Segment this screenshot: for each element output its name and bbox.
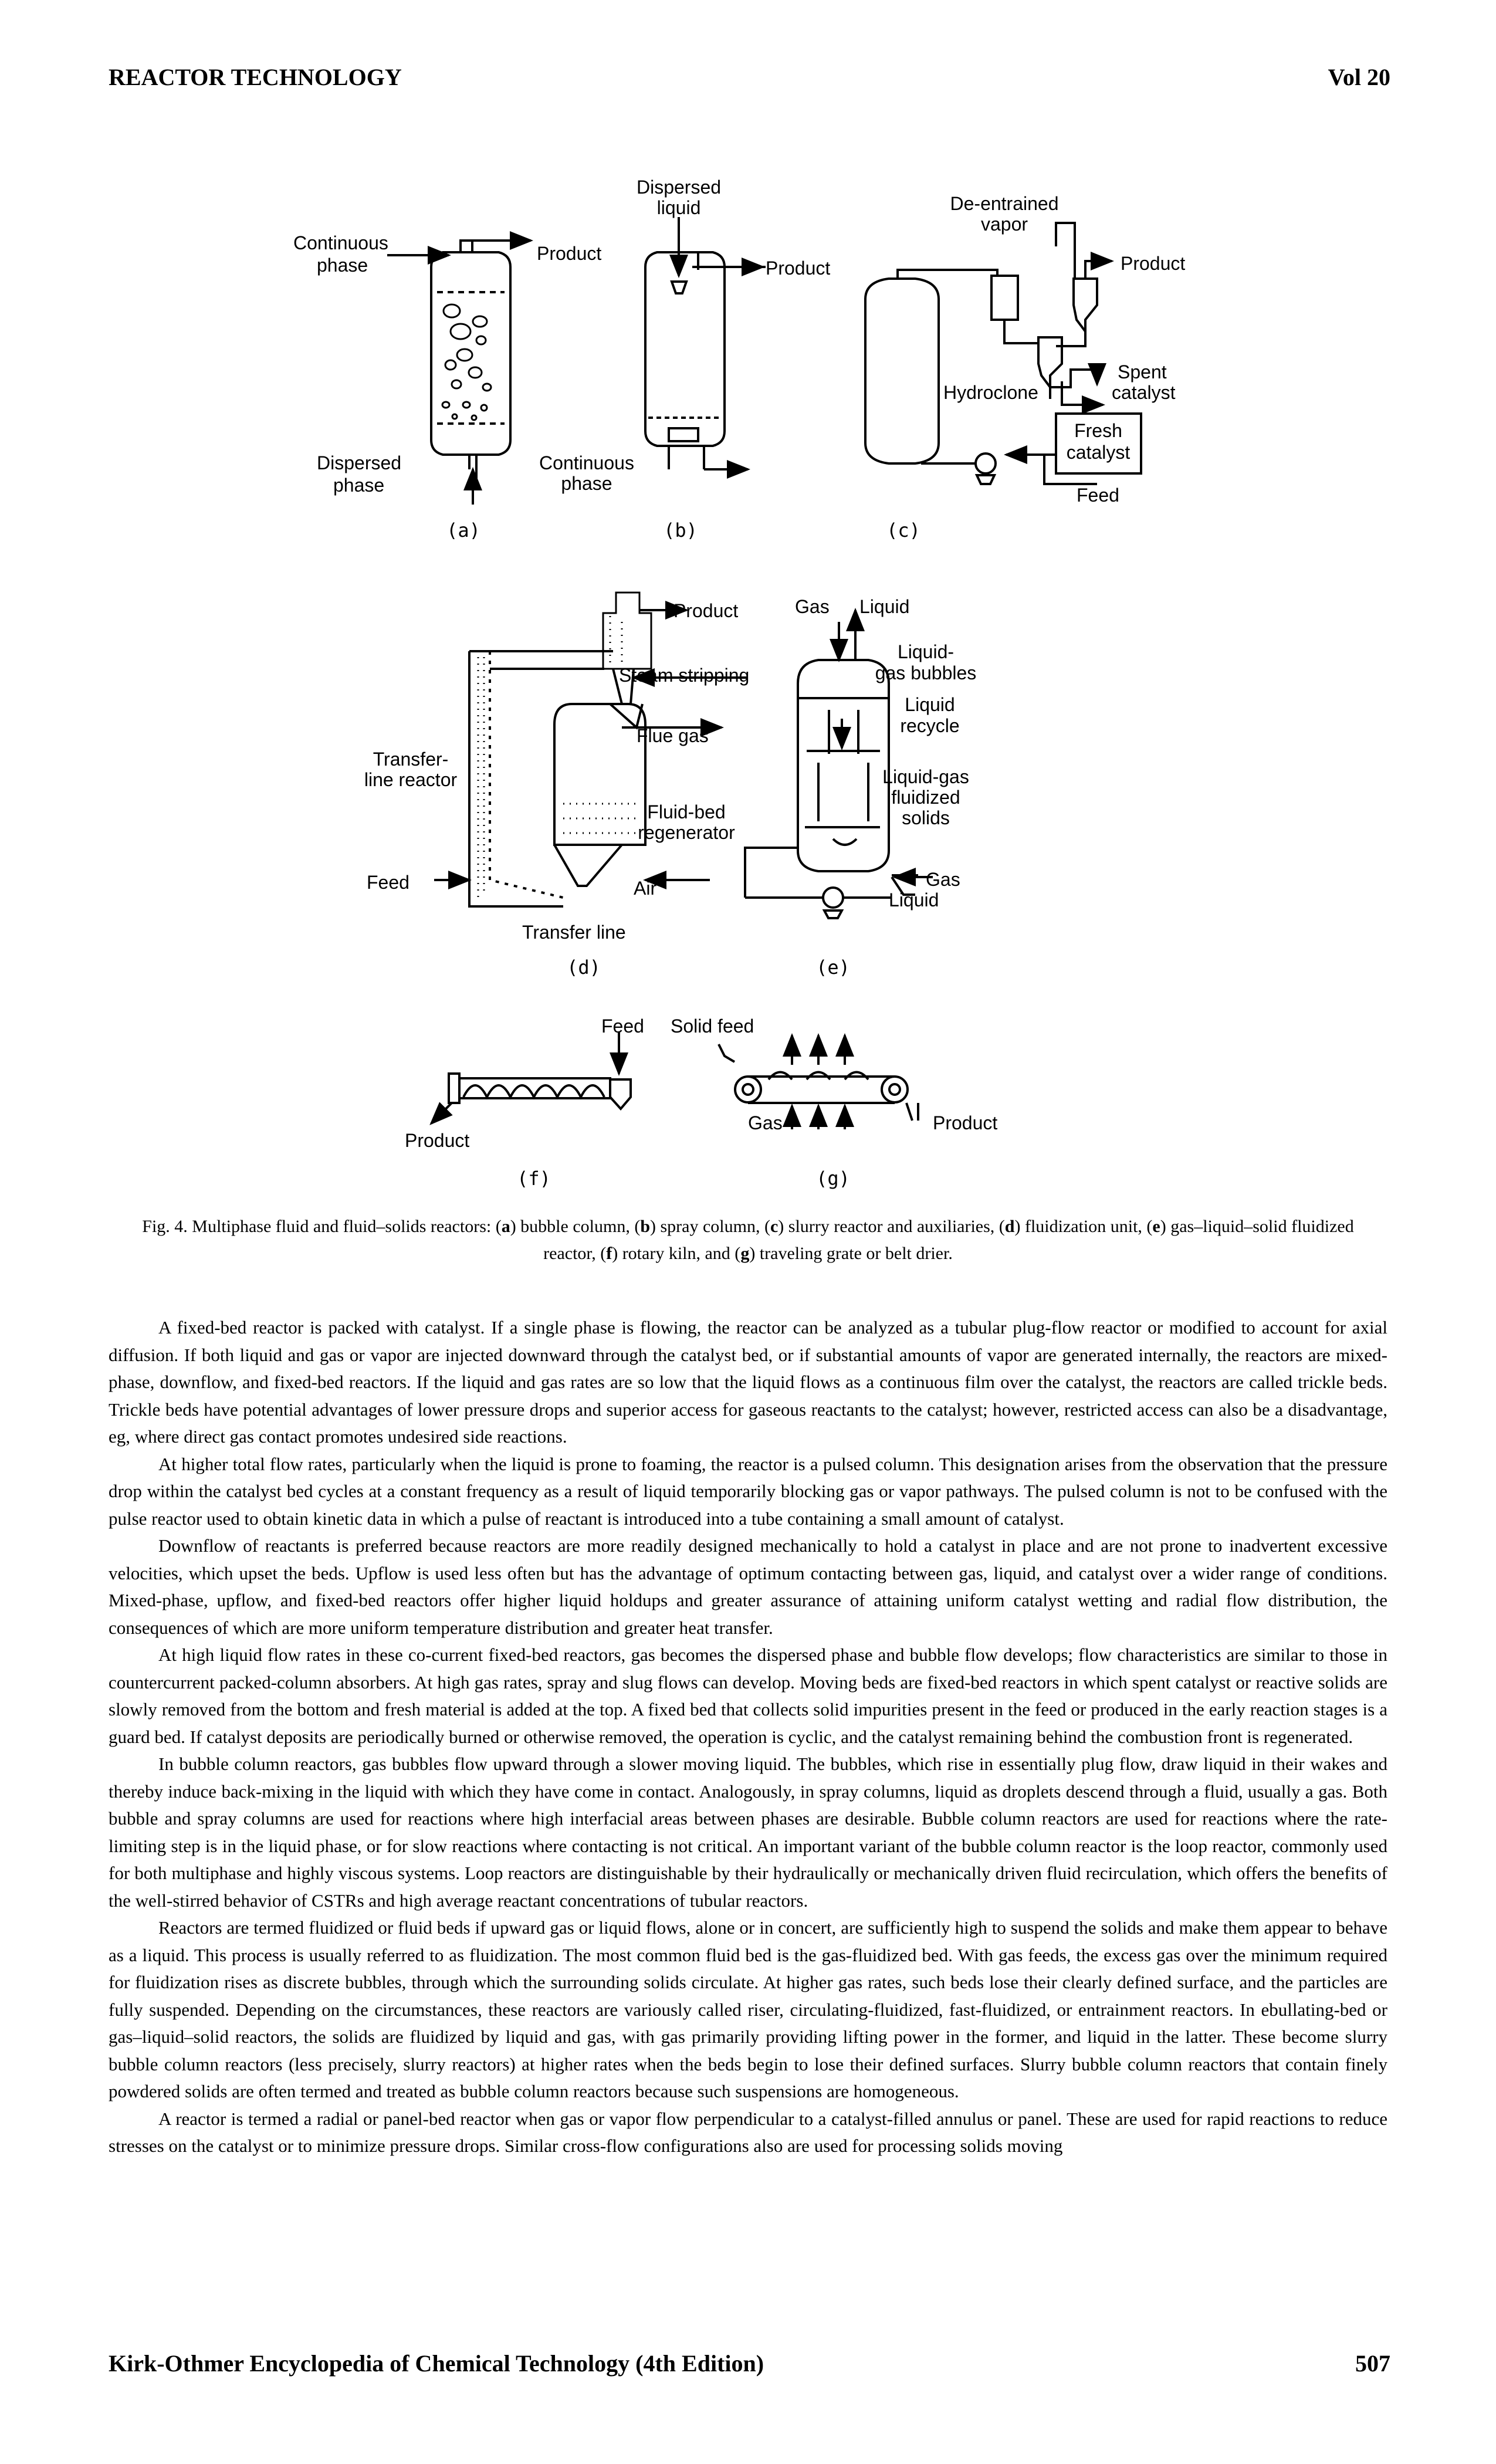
label-c-product: Product [1121, 253, 1185, 274]
label-b-phase: phase [561, 473, 612, 494]
body-text: A fixed-bed reactor is packed with catal… [109, 1314, 1387, 2160]
panel-b-spray-column [644, 217, 766, 479]
paragraph-radial-reactor: A reactor is termed a radial or panel-be… [109, 2108, 1387, 2157]
label-d-transfer: Transfer- [373, 749, 449, 770]
caption-b: b [640, 1217, 650, 1236]
label-a-dispersed: Dispersed [317, 452, 401, 473]
label-d-feed: Feed [367, 872, 409, 893]
caption-text: ) spray column, ( [650, 1217, 770, 1236]
caption-g: g [740, 1244, 750, 1263]
label-g-gas: Gas [748, 1112, 783, 1133]
label-f-product: Product [405, 1130, 469, 1151]
label-b-continuous: Continuous [539, 452, 634, 473]
figure-caption: Fig. 4. Multiphase fluid and fluid–solid… [135, 1213, 1361, 1267]
label-c-fresh-catalyst: catalyst [1067, 442, 1131, 463]
label-e-gas-bottom: Gas [926, 869, 960, 890]
label-c-fresh: Fresh [1074, 420, 1122, 441]
label-a-product: Product [537, 243, 601, 264]
footer-source: Kirk-Othmer Encyclopedia of Chemical Tec… [109, 2350, 764, 2377]
label-a-continuous: Continuous [293, 232, 388, 253]
panel-label-c: (c) [886, 519, 920, 541]
panel-f-rotary-kiln [429, 1033, 632, 1125]
caption-text: Fig. 4. Multiphase fluid and fluid–solid… [142, 1217, 502, 1236]
label-e-gas-top: Gas [795, 596, 830, 617]
label-e-liquid-recycle: Liquid [905, 694, 955, 715]
panel-d-fluidization-unit [434, 591, 748, 908]
label-d-product: Product [673, 600, 738, 621]
label-e-gas-bubbles: gas bubbles [875, 662, 977, 683]
label-e-liquid-gas-fluidized: Liquid-gas [882, 766, 969, 787]
paragraph-bubble-column: In bubble column reactors, gas bubbles f… [109, 1754, 1387, 1911]
label-d-air: Air [634, 878, 656, 899]
label-e-liquid-bottom: Liquid [889, 889, 939, 911]
figure-4: Continuous phase Product Dispersed phase… [293, 177, 1185, 1190]
label-a-phase: phase [317, 255, 368, 276]
label-e-liquid-gas: Liquid- [898, 641, 954, 662]
label-b-liquid: liquid [657, 197, 701, 218]
page-number: 507 [1355, 2350, 1390, 2377]
label-d-line-reactor: line reactor [364, 769, 458, 790]
caption-text: ) rotary kiln, and ( [612, 1244, 741, 1263]
panel-label-a: (a) [446, 519, 480, 541]
figure-4-drawing: Continuous phase Product Dispersed phase… [293, 177, 1185, 1190]
panel-g-traveling-grate [717, 1033, 919, 1129]
label-b-product: Product [766, 258, 830, 279]
caption-f: f [606, 1244, 612, 1263]
label-d-regenerator: regenerator [638, 822, 735, 843]
running-header-title: REACTOR TECHNOLOGY [109, 64, 402, 90]
label-c-deentrained: De-entrained [950, 193, 1059, 214]
paragraph-pulsed-column: At higher total flow rates, particularly… [109, 1453, 1387, 1529]
label-e-recycle: recycle [900, 715, 959, 736]
caption-text: ) bubble column, ( [510, 1217, 641, 1236]
caption-text: ) gas–liquid–solid fluidized reactor, ( [543, 1217, 1354, 1263]
label-e-solids: solids [902, 807, 950, 828]
label-d-fluid-bed: Fluid-bed [647, 801, 725, 823]
caption-a: a [501, 1217, 510, 1236]
paragraph-high-liquid-flow: At high liquid flow rates in these co-cu… [109, 1644, 1387, 1747]
label-g-solid-feed: Solid feed [671, 1016, 754, 1037]
paragraph-fixed-bed: A fixed-bed reactor is packed with catal… [109, 1317, 1387, 1447]
panel-label-e: (e) [816, 956, 850, 979]
caption-text: ) fluidization unit, ( [1014, 1217, 1153, 1236]
label-f-feed: Feed [601, 1016, 644, 1037]
label-g-product: Product [933, 1112, 997, 1133]
label-d-transfer-line: Transfer line [522, 922, 626, 943]
paragraph-fluidized-beds: Reactors are termed fluidized or fluid b… [109, 1917, 1387, 2101]
panel-label-f: (f) [517, 1167, 551, 1190]
label-d-flue: Flue gas [637, 725, 709, 746]
panel-label-b: (b) [664, 519, 698, 541]
panel-a-bubble-column [387, 231, 533, 505]
panel-e-gas-liquid-solid-reactor [744, 608, 933, 919]
label-e-fluidized: fluidized [891, 787, 960, 808]
label-a-dispersed-phase: phase [333, 475, 384, 496]
panel-label-d: (d) [567, 956, 601, 979]
label-d-steam: Steam stripping [619, 665, 749, 686]
caption-d: d [1004, 1217, 1015, 1236]
label-b-dispersed: Dispersed [637, 177, 721, 198]
running-header-volume: Vol 20 [1328, 64, 1390, 90]
label-e-liquid-top: Liquid [859, 596, 909, 617]
panel-label-g: (g) [816, 1167, 850, 1190]
caption-c: c [770, 1217, 779, 1236]
label-c-feed: Feed [1077, 485, 1119, 506]
paragraph-downflow: Downflow of reactants is preferred becau… [109, 1535, 1387, 1638]
label-c-spent-catalyst: catalyst [1112, 382, 1176, 403]
label-c-hydroclone: Hydroclone [943, 382, 1038, 403]
label-c-spent: Spent [1118, 361, 1167, 383]
label-c-vapor: vapor [981, 214, 1028, 235]
caption-text: ) traveling grate or belt drier. [749, 1244, 953, 1263]
panel-c-slurry-reactor [864, 222, 1142, 485]
caption-e: e [1152, 1217, 1160, 1236]
caption-text: ) slurry reactor and auxiliaries, ( [778, 1217, 1005, 1236]
